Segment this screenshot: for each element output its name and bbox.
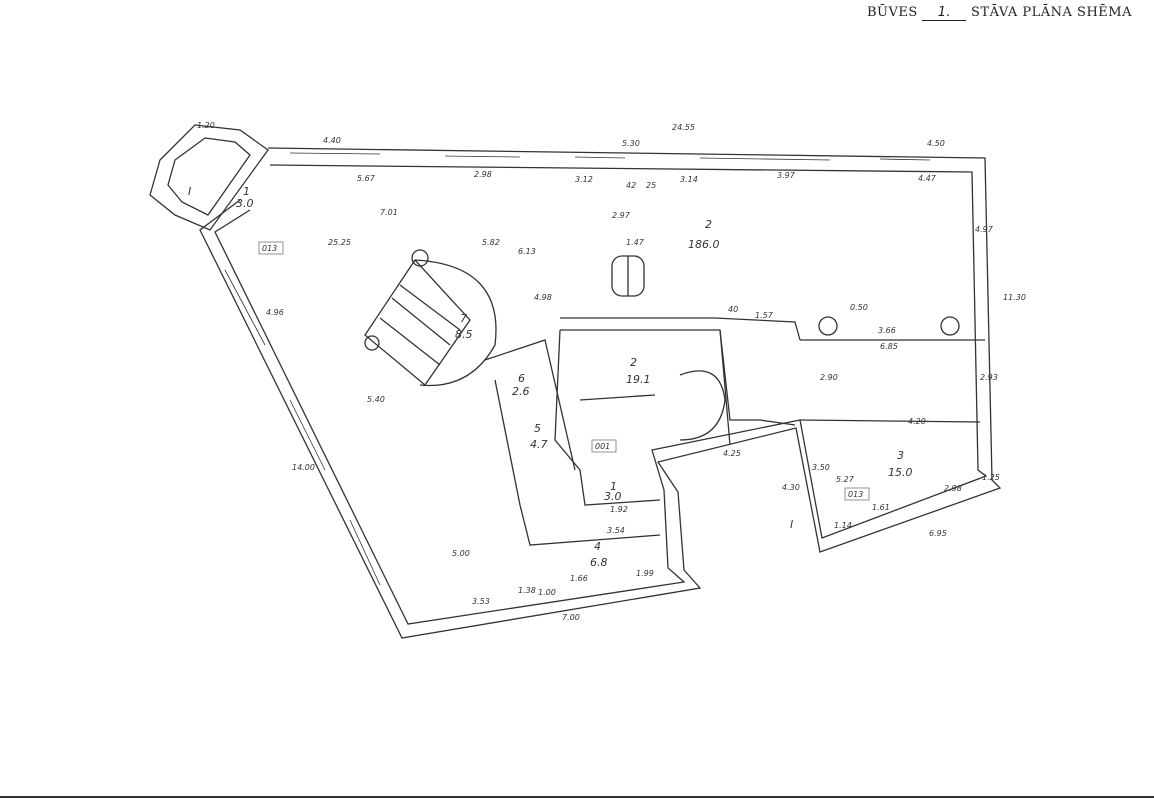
dimension: 1.92	[610, 505, 628, 514]
page-border-line	[0, 796, 1154, 798]
dimension: 3.50	[812, 463, 830, 472]
dimension: 6.85	[880, 342, 898, 351]
dimension: 1.57	[755, 311, 774, 320]
dimension: 1.47	[626, 238, 645, 247]
dimension: 11.30	[1003, 293, 1026, 302]
dimension: 2.98	[944, 484, 962, 493]
dimension: 4.47	[918, 174, 937, 183]
dimension: 4.30	[782, 483, 800, 492]
entrance-mark: I	[790, 518, 793, 531]
room-number: 7	[460, 312, 467, 325]
dimension: 7.01	[380, 208, 398, 217]
room-number: 2	[705, 218, 712, 231]
dimension: 3.12	[575, 175, 593, 184]
dimension: 1.61	[872, 503, 890, 512]
dimension: 5.00	[452, 549, 470, 558]
dimension: 5.82	[482, 238, 500, 247]
dimension: 6.95	[929, 529, 947, 538]
spiral-staircase	[364, 249, 497, 387]
dimension: 1.14	[834, 521, 852, 530]
dimension: 25.25	[328, 238, 351, 247]
dimension: 1.25	[982, 473, 1000, 482]
column	[818, 316, 838, 336]
dimension: 4.20	[908, 417, 926, 426]
title-prefix: BŪVES	[866, 5, 918, 20]
dimension: 7.00	[562, 613, 580, 622]
room-number: 1	[610, 480, 617, 493]
dimension: 2.98	[474, 170, 492, 179]
entrance-mark: I	[188, 185, 191, 198]
dimension: 2.90	[820, 373, 838, 382]
zone-code: 013	[848, 490, 863, 499]
zone-code: 001	[595, 442, 610, 451]
dimension: 5.67	[357, 174, 376, 183]
room-labels: 1 3.0 2 186.0 7 8.5 2 19.1 6 2.6 5 4.7 1…	[236, 185, 913, 569]
dimension: 0.50	[850, 303, 868, 312]
room-number: 6	[518, 372, 525, 385]
dimension: 1.20	[197, 121, 215, 130]
room-area: 2.6	[512, 385, 530, 398]
room-number: 3	[897, 449, 904, 462]
dimension: 3.66	[878, 326, 896, 335]
dimension: 5.40	[367, 395, 385, 404]
room-area: 6.8	[590, 556, 608, 569]
zone-codes: 013 001 013 I I	[188, 185, 870, 531]
floor-number: 1.	[922, 5, 967, 21]
dimension: 14.00	[292, 463, 315, 472]
dimension: 5.27	[836, 475, 855, 484]
dimension: 3.53	[472, 597, 490, 606]
dimension: 4.97	[975, 225, 994, 234]
dimension-labels: 24.55 4.40 5.30 4.50 1.20 5.67 2.98 3.12…	[197, 121, 1026, 622]
room-area: 8.5	[455, 328, 473, 341]
dimension: 1.99	[636, 569, 654, 578]
room-number: 4	[594, 540, 601, 553]
dimension: 4.96	[266, 308, 284, 317]
room-number: 2	[630, 356, 637, 369]
dimension: 2.93	[980, 373, 998, 382]
zone-code: 013	[262, 244, 277, 253]
dimension: 6.13	[518, 247, 536, 256]
dimension: 40	[728, 305, 738, 314]
dimension: 4.50	[927, 139, 945, 148]
dimension: 1.00	[538, 588, 556, 597]
dimension: 2.97	[612, 211, 631, 220]
dimension: 24.55	[672, 123, 695, 132]
dimension: 42	[626, 181, 636, 190]
room-area: 186.0	[688, 238, 720, 251]
room-number: 5	[534, 422, 541, 435]
dimension: 4.25	[723, 449, 741, 458]
dimension: 3.14	[680, 175, 698, 184]
dimension: 4.40	[323, 136, 341, 145]
corner-tower	[149, 124, 269, 231]
column	[940, 316, 960, 336]
room-area: 4.7	[530, 438, 548, 451]
sheet-title: BŪVES 1. STĀVA PLĀNA SHĒMA	[867, 5, 1132, 21]
dimension: 5.30	[622, 139, 640, 148]
dimension: 3.97	[777, 171, 796, 180]
room-number: 1	[243, 185, 250, 198]
room-area: 15.0	[888, 466, 913, 479]
inner-staircase	[679, 370, 726, 441]
inner-wall	[214, 164, 988, 625]
room-area: 19.1	[626, 373, 651, 386]
dimension: 1.66	[570, 574, 588, 583]
dimension: 4.98	[534, 293, 552, 302]
outer-wall	[199, 147, 1002, 639]
title-suffix: STĀVA PLĀNA SHĒMA	[971, 5, 1132, 20]
room-area: 3.0	[604, 490, 622, 503]
room-area: 3.0	[236, 197, 254, 210]
dimension: 25	[646, 181, 656, 190]
walls	[149, 124, 1002, 639]
dimension: 3.54	[607, 526, 625, 535]
dimension: 1.38	[518, 586, 536, 595]
